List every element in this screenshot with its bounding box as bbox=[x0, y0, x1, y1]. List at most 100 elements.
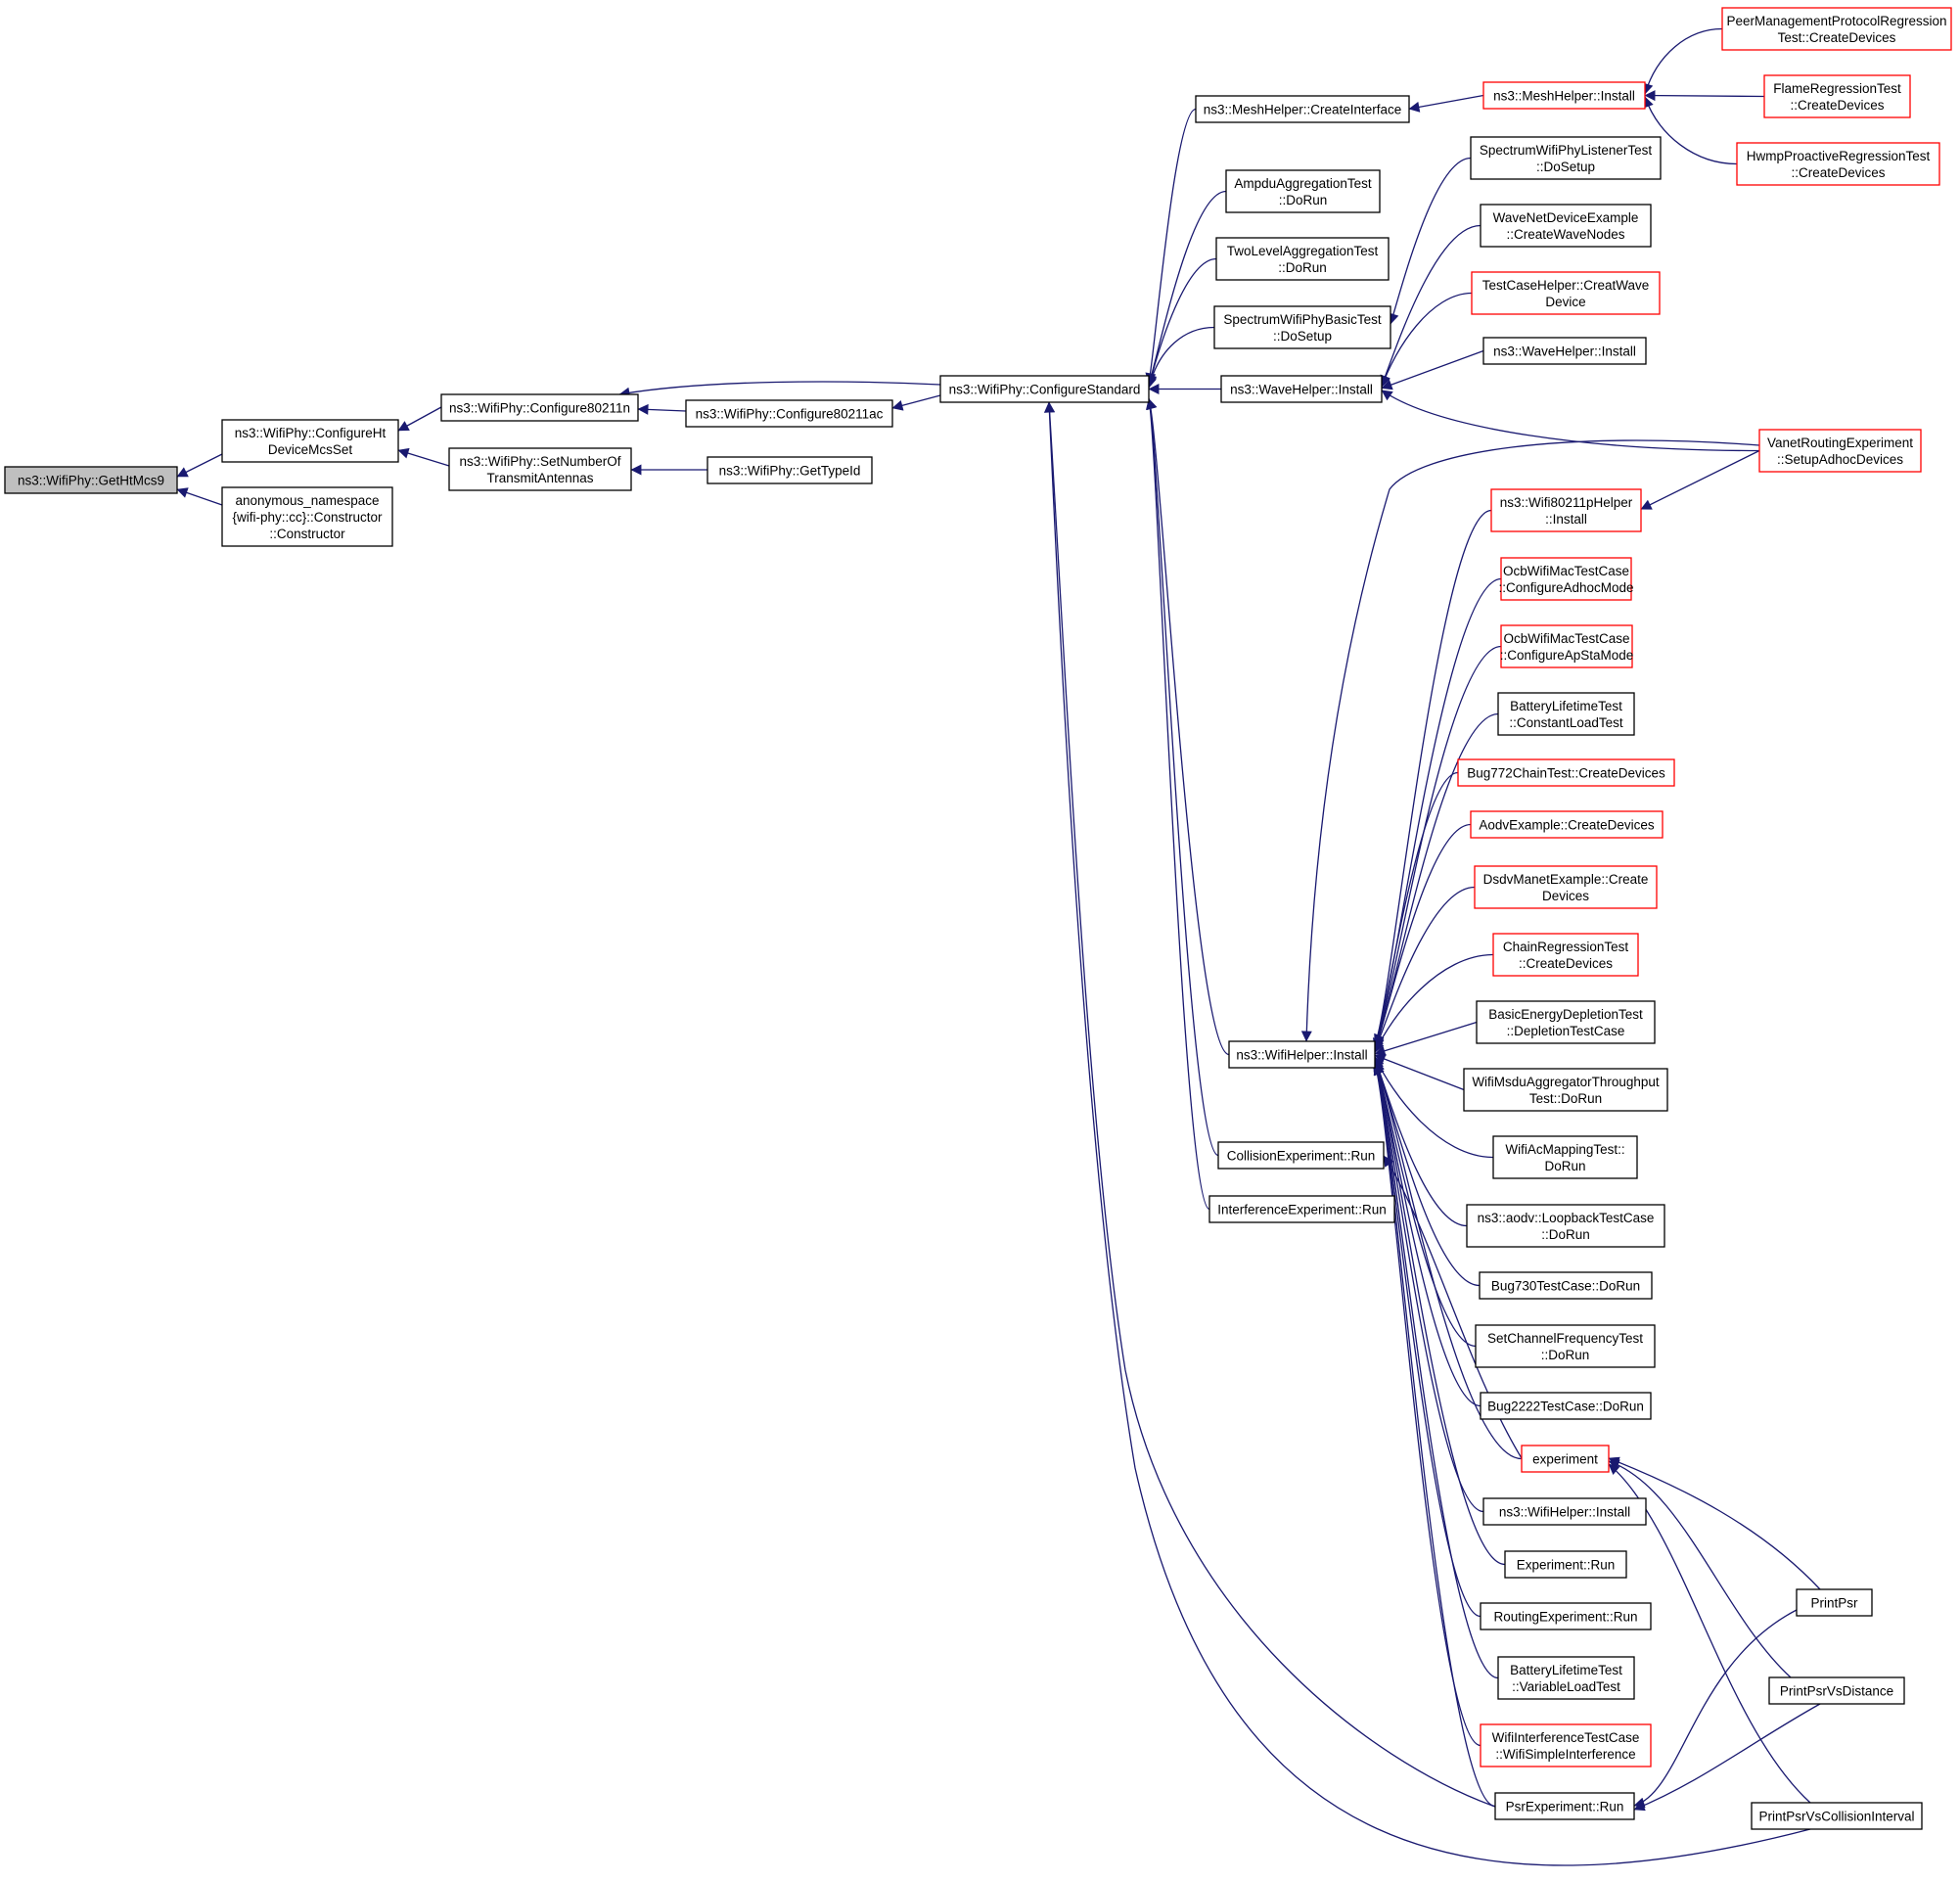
node-routingexp[interactable]: RoutingExperiment::Run bbox=[1480, 1602, 1652, 1630]
node-box bbox=[1796, 1588, 1873, 1617]
node-label: SetChannelFrequencyTest bbox=[1487, 1331, 1643, 1346]
edge-peermgmt-to-meshinstall bbox=[1642, 27, 1723, 95]
node-label: Test::CreateDevices bbox=[1778, 30, 1896, 45]
node-specbasic[interactable]: SpectrumWifiPhyBasicTest::DoSetup bbox=[1213, 305, 1391, 349]
node-setnumtx[interactable]: ns3::WifiPhy::SetNumberOfTransmitAntenna… bbox=[448, 447, 632, 491]
node-label: DeviceMcsSet bbox=[268, 442, 353, 457]
node-label: ChainRegressionTest bbox=[1503, 940, 1629, 954]
node-cfgstd[interactable]: ns3::WifiPhy::ConfigureStandard bbox=[939, 375, 1150, 403]
node-label: DoRun bbox=[1544, 1159, 1585, 1173]
edge-wavehelper2-to-wavehelper bbox=[1381, 349, 1484, 390]
node-box bbox=[1504, 1550, 1627, 1579]
node-label: WifiInterferenceTestCase bbox=[1492, 1730, 1640, 1745]
node-wifi80211p[interactable]: ns3::Wifi80211pHelper::Install bbox=[1490, 488, 1642, 532]
node-label: ::CreateDevices bbox=[1790, 98, 1884, 113]
node-aodvloop[interactable]: ns3::aodv::LoopbackTestCase::DoRun bbox=[1466, 1204, 1665, 1248]
node-label: ::ConfigureApStaMode bbox=[1500, 648, 1634, 663]
node-wavenetdev[interactable]: WaveNetDeviceExample::CreateWaveNodes bbox=[1480, 204, 1652, 248]
node-label: BasicEnergyDepletionTest bbox=[1488, 1007, 1643, 1022]
node-bug2222[interactable]: Bug2222TestCase::DoRun bbox=[1480, 1392, 1652, 1420]
node-ocbadhoc[interactable]: OcbWifiMacTestCase::ConfigureAdhocMode bbox=[1498, 557, 1634, 601]
node-label: WifiMsduAggregatorThroughput bbox=[1472, 1075, 1660, 1089]
node-label: AodvExample::CreateDevices bbox=[1479, 818, 1655, 833]
edge-wavenetdev-to-wavehelper bbox=[1380, 224, 1481, 387]
node-ampdu[interactable]: AmpduAggregationTest::DoRun bbox=[1225, 169, 1381, 213]
node-wifihelper2[interactable]: ns3::WifiHelper::Install bbox=[1482, 1497, 1647, 1526]
node-wavehelper[interactable]: ns3::WaveHelper::Install bbox=[1220, 375, 1383, 403]
node-label: ::DoRun bbox=[1541, 1348, 1590, 1362]
node-chainreg[interactable]: ChainRegressionTest::CreateDevices bbox=[1492, 933, 1639, 977]
node-psrexp[interactable]: PsrExperiment::Run bbox=[1494, 1792, 1635, 1820]
node-label: SpectrumWifiPhyListenerTest bbox=[1480, 143, 1653, 158]
edge-c80211n-to-configureht bbox=[397, 406, 442, 432]
node-box bbox=[1217, 1141, 1385, 1170]
node-interference[interactable]: InterferenceExperiment::Run bbox=[1208, 1195, 1395, 1223]
node-peermgmt[interactable]: PeerManagementProtocolRegressionTest::Cr… bbox=[1721, 7, 1952, 51]
edge-cfgstd-to-c80211n bbox=[618, 381, 941, 398]
node-box bbox=[1195, 95, 1410, 123]
node-box bbox=[1763, 74, 1911, 118]
node-box bbox=[1208, 1195, 1395, 1223]
node-printpsr[interactable]: PrintPsr bbox=[1796, 1588, 1873, 1617]
node-experimentrun[interactable]: Experiment::Run bbox=[1504, 1550, 1627, 1579]
node-batteryvar[interactable]: BatteryLifetimeTest::VariableLoadTest bbox=[1497, 1656, 1635, 1700]
node-printpsrdist[interactable]: PrintPsrVsDistance bbox=[1768, 1676, 1905, 1705]
node-c80211n[interactable]: ns3::WifiPhy::Configure80211n bbox=[440, 393, 639, 422]
node-box bbox=[1492, 1135, 1638, 1179]
edge-testcasehelper-to-wavehelper bbox=[1380, 292, 1473, 389]
node-label: ns3::WaveHelper::Install bbox=[1493, 344, 1636, 359]
node-box bbox=[221, 419, 399, 463]
node-batteryconst[interactable]: BatteryLifetimeTest::ConstantLoadTest bbox=[1497, 692, 1635, 736]
node-bug772[interactable]: Bug772ChainTest::CreateDevices bbox=[1457, 758, 1675, 787]
node-twolevel[interactable]: TwoLevelAggregationTest::DoRun bbox=[1215, 237, 1390, 281]
node-label: OcbWifiMacTestCase bbox=[1503, 631, 1629, 646]
node-basicenergy[interactable]: BasicEnergyDepletionTest::DepletionTestC… bbox=[1476, 1000, 1656, 1044]
node-box bbox=[1500, 557, 1632, 601]
node-box bbox=[1476, 1000, 1656, 1044]
node-label: PeerManagementProtocolRegression bbox=[1726, 14, 1946, 28]
node-box bbox=[1225, 169, 1381, 213]
node-gethtmcs9[interactable]: ns3::WifiPhy::GetHtMcs9 bbox=[4, 466, 178, 494]
node-label: ::ConfigureAdhocMode bbox=[1498, 580, 1633, 595]
node-box bbox=[1479, 1271, 1653, 1300]
node-experiment[interactable]: experiment bbox=[1521, 1445, 1610, 1473]
edge-vanet-to-wavehelper bbox=[1381, 390, 1760, 452]
node-flame[interactable]: FlameRegressionTest::CreateDevices bbox=[1763, 74, 1911, 118]
node-aodvex[interactable]: AodvExample::CreateDevices bbox=[1470, 810, 1664, 839]
node-ocbapsta[interactable]: OcbWifiMacTestCase::ConfigureApStaMode bbox=[1500, 624, 1634, 668]
node-box bbox=[1220, 375, 1383, 403]
node-hwmp[interactable]: HwmpProactiveRegressionTest::CreateDevic… bbox=[1736, 142, 1940, 186]
node-speclistener[interactable]: SpectrumWifiPhyListenerTest::DoSetup bbox=[1470, 136, 1662, 180]
node-wifihelper[interactable]: ns3::WifiHelper::Install bbox=[1228, 1040, 1376, 1069]
node-acmapping[interactable]: WifiAcMappingTest::DoRun bbox=[1492, 1135, 1638, 1179]
edge-printpsr-to-experiment bbox=[1608, 1456, 1821, 1590]
node-box bbox=[1475, 1324, 1656, 1368]
node-box bbox=[685, 399, 893, 428]
edge-dsdv-to-wifihelper bbox=[1373, 886, 1476, 1052]
node-label: PrintPsr bbox=[1810, 1596, 1858, 1611]
node-wavehelper2[interactable]: ns3::WaveHelper::Install bbox=[1482, 337, 1647, 365]
node-label: Test::DoRun bbox=[1529, 1091, 1602, 1106]
node-meshinstall[interactable]: ns3::MeshHelper::Install bbox=[1482, 81, 1646, 110]
node-box bbox=[1751, 1802, 1923, 1830]
node-box bbox=[1215, 237, 1390, 281]
node-wifiinterf[interactable]: WifiInterferenceTestCase::WifiSimpleInte… bbox=[1480, 1723, 1652, 1767]
node-label: ns3::WifiPhy::Configure80211n bbox=[449, 401, 630, 416]
node-box bbox=[1721, 7, 1952, 51]
node-dsdv[interactable]: DsdvManetExample::CreateDevices bbox=[1474, 865, 1658, 909]
node-collision[interactable]: CollisionExperiment::Run bbox=[1217, 1141, 1385, 1170]
node-setchan[interactable]: SetChannelFrequencyTest::DoRun bbox=[1475, 1324, 1656, 1368]
node-anon[interactable]: anonymous_namespace{wifi-phy::cc}::Const… bbox=[221, 486, 393, 547]
node-meshci[interactable]: ns3::MeshHelper::CreateInterface bbox=[1195, 95, 1410, 123]
node-printpsrcoll[interactable]: PrintPsrVsCollisionInterval bbox=[1751, 1802, 1923, 1830]
node-bug730[interactable]: Bug730TestCase::DoRun bbox=[1479, 1271, 1653, 1300]
node-vanet[interactable]: VanetRoutingExperiment::SetupAdhocDevice… bbox=[1758, 429, 1922, 473]
edge-interference-to-cfgstd bbox=[1145, 397, 1210, 1211]
node-box bbox=[1471, 271, 1661, 315]
edge-speclistener-to-specbasic bbox=[1388, 157, 1472, 325]
node-gettypeid[interactable]: ns3::WifiPhy::GetTypeId bbox=[707, 456, 873, 484]
node-c80211ac[interactable]: ns3::WifiPhy::Configure80211ac bbox=[685, 399, 893, 428]
